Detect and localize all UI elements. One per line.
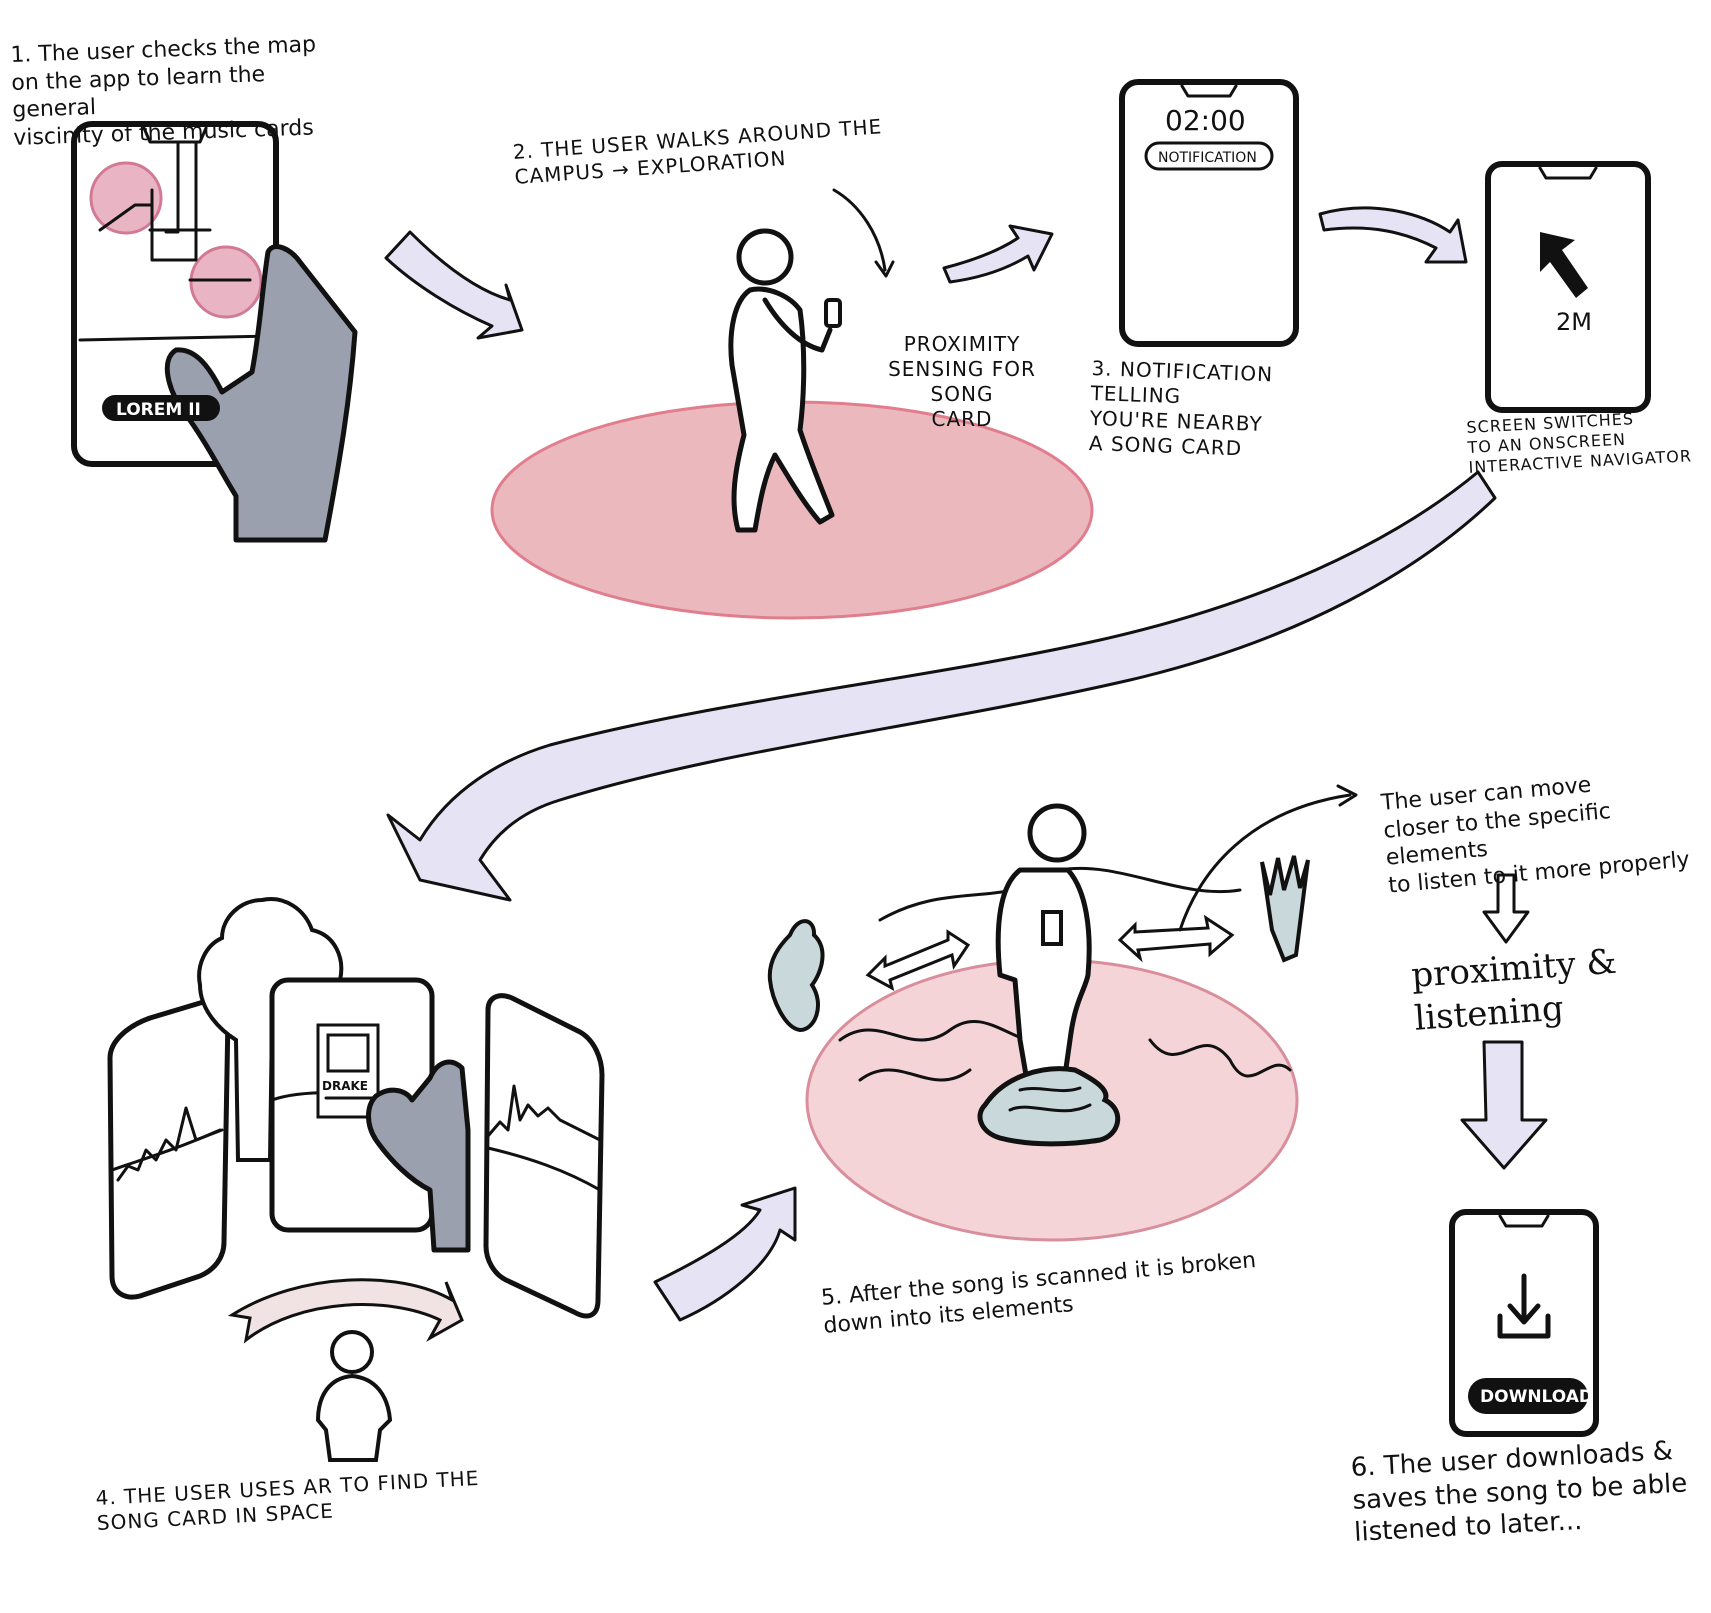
scene-5-elements xyxy=(767,784,1358,1242)
caption-step-1: 1. The user checks the map on the app to… xyxy=(10,32,317,151)
ar-user-head xyxy=(330,1330,374,1374)
scene-1-map: LOREM II xyxy=(71,121,358,543)
card-zone-2 xyxy=(189,245,263,319)
caption-step-3: 3. NOTIFICATION TELLING YOU'RE NEARBY A … xyxy=(1088,356,1274,461)
scene-4-ar: DRAKE xyxy=(107,897,605,1462)
scene-3-notification: 02:00 NOTIFICATION xyxy=(1119,79,1299,347)
move-arrow-left xyxy=(865,929,971,991)
walker-head xyxy=(736,228,794,286)
download-button-label: DOWNLOAD xyxy=(1480,1387,1593,1407)
download-icon xyxy=(1497,1273,1551,1339)
listener-body xyxy=(995,867,1092,1113)
element-blob-left xyxy=(767,919,825,1033)
flow-arrow-1 xyxy=(384,230,524,340)
ar-user-body xyxy=(315,1373,393,1462)
navigator-distance: 2M xyxy=(1556,308,1592,336)
flow-arrow-down-filled xyxy=(1460,1040,1548,1170)
pan-arrow xyxy=(227,1278,464,1344)
flow-arrow-big xyxy=(386,470,1497,902)
notification-pill[interactable] xyxy=(1144,141,1274,171)
navigator-phone xyxy=(1485,161,1651,413)
map-phone-button[interactable] xyxy=(102,395,220,421)
scene-6-download: DOWNLOAD xyxy=(1449,1209,1599,1437)
ar-left-panel xyxy=(107,996,231,1300)
notification-pill-label: NOTIFICATION xyxy=(1158,150,1257,166)
flow-arrow-2 xyxy=(942,224,1054,284)
scene-2-walk xyxy=(490,188,1094,620)
map-hand xyxy=(164,244,358,543)
map-phone-button-label: LOREM II xyxy=(116,400,201,420)
song-card-artist: DRAKE xyxy=(322,1079,368,1093)
element-spiky xyxy=(1260,855,1310,963)
download-button[interactable] xyxy=(1468,1378,1588,1414)
ar-right-panel xyxy=(483,993,605,1319)
caption-step-6: 6. The user downloads & saves the song t… xyxy=(1350,1436,1688,1548)
phone-clock: 02:00 xyxy=(1165,104,1246,137)
flow-arrow-4 xyxy=(653,1186,797,1322)
ar-hand xyxy=(366,1059,471,1253)
move-arrow-right xyxy=(1117,914,1235,963)
listener-head xyxy=(1027,803,1087,863)
caption-proximity-sensing: PROXIMITY SENSING FOR SONG CARD xyxy=(888,332,1036,431)
caption-screen-switches: SCREEN SWITCHES TO AN ONSCREEN INTERACTI… xyxy=(1466,409,1693,477)
flow-arrow-3 xyxy=(1318,206,1468,264)
scene-3b-navigator: 2M xyxy=(1485,161,1651,413)
element-blob-center xyxy=(977,1066,1121,1147)
flow-arrow-down-outline xyxy=(1482,873,1530,944)
navigator-arrow-icon xyxy=(1540,232,1588,298)
card-zone-1 xyxy=(89,161,163,235)
